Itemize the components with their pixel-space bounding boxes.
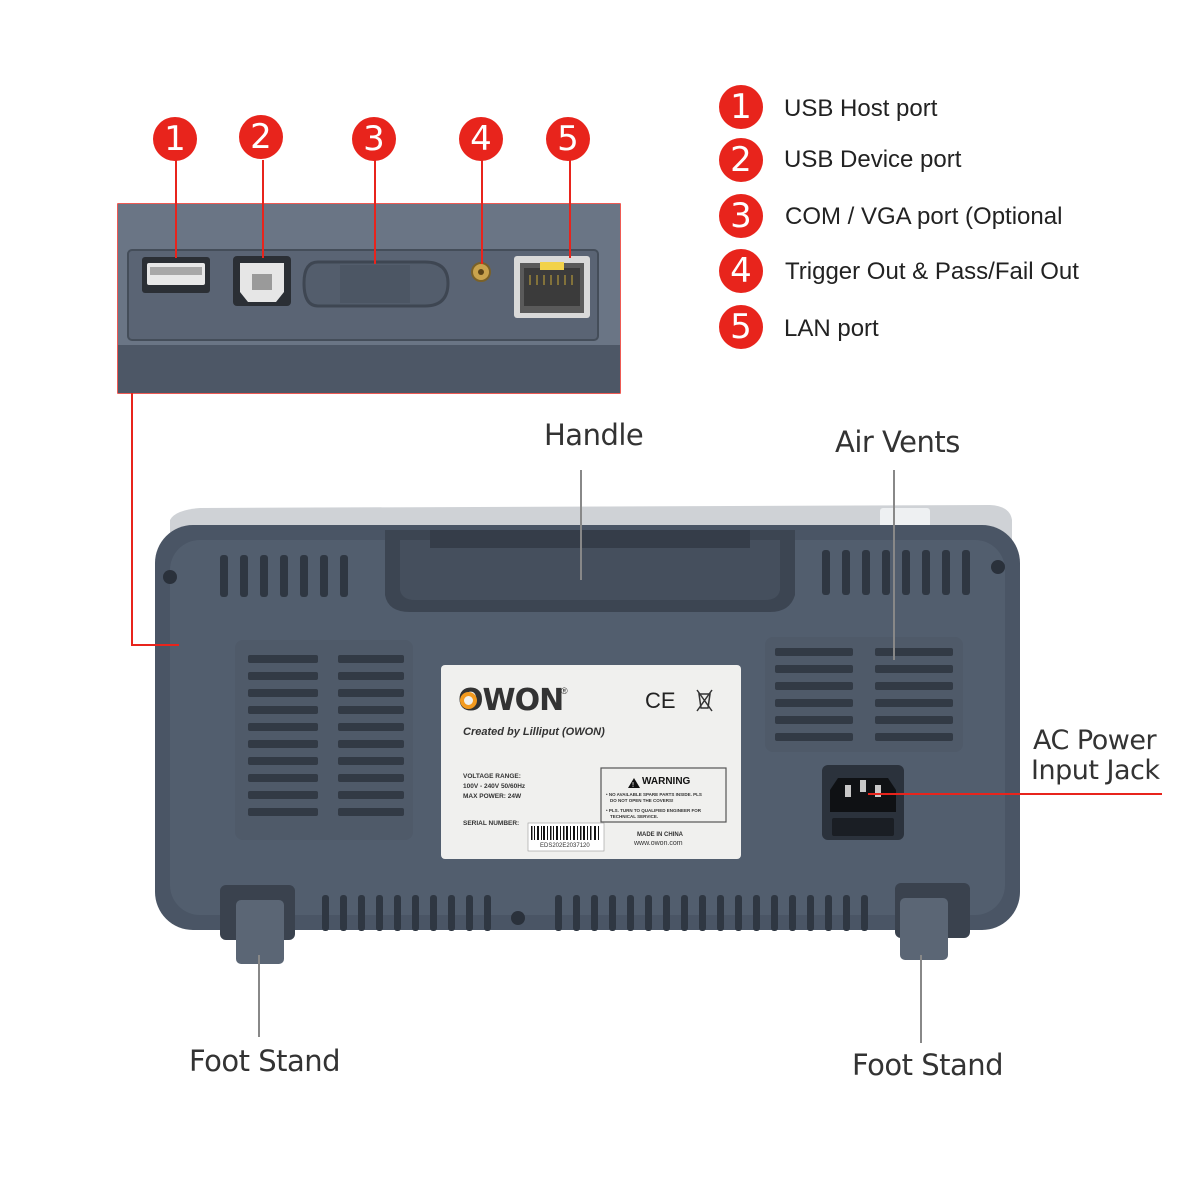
svg-text:!: !: [632, 781, 635, 789]
voltage-value: 100V - 240V 50/60Hz: [463, 783, 526, 790]
ce-mark: CE: [645, 688, 676, 713]
bottom-vents-right: [555, 895, 868, 931]
leader-line-air-vents: [893, 470, 895, 660]
port-badge-5: 5: [546, 117, 590, 161]
foot-stand-right: [900, 898, 948, 960]
device-top-tab: [880, 508, 930, 530]
warning-line-1: • NO AVAILABLE SPARE PARTS INSIDE. PLS: [606, 792, 702, 797]
warning-line-3: • PLS. TURN TO QUALIFIED ENGINEER FOR: [606, 808, 701, 813]
voltage-heading: VOLTAGE RANGE:: [463, 773, 521, 780]
website: www.owon.com: [634, 840, 683, 847]
brand-tagline: Created by Lilliput (OWON): [463, 726, 605, 738]
brand-registered: ®: [561, 686, 568, 696]
screw-hole: [991, 560, 1005, 574]
made-in: MADE IN CHINA: [637, 832, 683, 838]
legend-badge-1: 1: [719, 85, 763, 129]
callout-air-vents: Air Vents: [835, 425, 960, 459]
top-vents-left: [220, 555, 348, 597]
top-vents-right: [822, 550, 970, 595]
serial-label: SERIAL NUMBER:: [463, 820, 520, 827]
warning-triangle-icon: [628, 778, 640, 788]
legend-badge-3: 3: [719, 194, 763, 238]
warning-title: WARNING: [642, 776, 691, 787]
leader-line-4: [481, 160, 483, 264]
right-vent-slats: [775, 648, 953, 741]
bottom-vents-left: [322, 895, 491, 931]
leader-line-handle: [580, 470, 582, 580]
legend-label-4: Trigger Out & Pass/Fail Out: [785, 258, 1079, 285]
warning-line-2: DO NOT OPEN THE COVERS!: [610, 798, 674, 803]
brand-logo-accent: [460, 692, 477, 709]
port-badge-1: 1: [153, 117, 197, 161]
legend-label-1: USB Host port: [784, 95, 938, 122]
leader-line-ac: [868, 793, 1162, 795]
leader-line-foot-right: [920, 955, 922, 1043]
label-plate-bg: [441, 665, 741, 859]
max-power: MAX POWER: 24W: [463, 793, 522, 800]
leader-line-foot-left: [258, 955, 260, 1037]
barcode: [531, 826, 599, 840]
screw-hole: [163, 570, 177, 584]
legend-badge-2: 2: [719, 138, 763, 182]
legend-label-3: COM / VGA port (Optional: [785, 203, 1063, 230]
warning-line-4: TECHNICAL SERVICE.: [610, 814, 659, 819]
leader-line-3: [374, 160, 376, 264]
port-badge-4: 4: [459, 117, 503, 161]
callout-ac-power-line2: Input Jack: [1031, 755, 1160, 786]
port-badge-2: 2: [239, 115, 283, 159]
callout-foot-stand-right: Foot Stand: [852, 1048, 1004, 1082]
callout-foot-stand-left: Foot Stand: [189, 1044, 341, 1078]
leader-line-1: [175, 160, 177, 258]
leader-line-panel-v: [131, 393, 133, 645]
serial-value: EDS202E2037120: [540, 843, 590, 849]
leader-line-2: [262, 160, 264, 258]
legend-label-2: USB Device port: [784, 146, 962, 173]
leader-line-5: [569, 160, 571, 258]
legend-badge-4: 4: [719, 249, 763, 293]
foot-stand-left: [236, 900, 284, 964]
callout-handle: Handle: [544, 418, 644, 452]
left-vent-slats: [248, 655, 404, 816]
legend-badge-5: 5: [719, 305, 763, 349]
leader-line-panel-h: [131, 644, 179, 646]
screw-hole: [511, 911, 525, 925]
weee-icon: [696, 689, 713, 712]
port-badge-3: 3: [352, 117, 396, 161]
legend-label-5: LAN port: [784, 315, 879, 342]
callout-ac-power-line1: AC Power: [1033, 725, 1157, 756]
